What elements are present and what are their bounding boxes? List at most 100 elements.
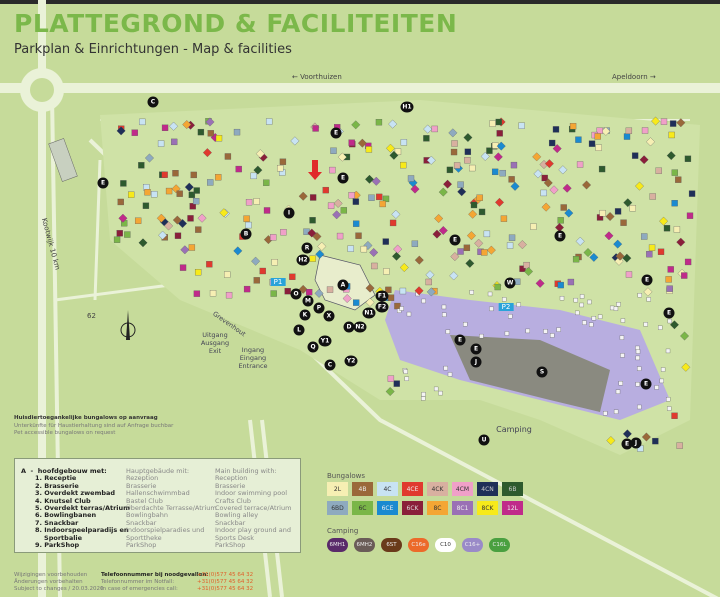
bungalow-plot[interactable] xyxy=(169,121,179,131)
facility-marker-e[interactable]: E xyxy=(640,378,652,390)
bungalow-plot[interactable] xyxy=(385,387,395,397)
bungalow-plot[interactable] xyxy=(601,126,611,136)
bungalow-plot[interactable] xyxy=(253,277,260,284)
bungalow-plot[interactable] xyxy=(588,140,596,147)
bungalow-plot[interactable] xyxy=(280,229,287,236)
bungalow-plot[interactable] xyxy=(539,160,549,169)
bungalow-plot[interactable] xyxy=(184,182,194,192)
bungalow-plot[interactable] xyxy=(255,149,265,159)
bungalow-plot[interactable] xyxy=(671,200,678,207)
camping-pitch[interactable] xyxy=(479,333,484,339)
parking-p2[interactable]: P2 xyxy=(498,303,514,311)
bungalow-plot[interactable] xyxy=(151,191,158,198)
bungalow-plot[interactable] xyxy=(142,202,150,209)
bungalow-plot[interactable] xyxy=(457,248,464,255)
bungalow-plot[interactable] xyxy=(118,213,128,223)
bungalow-plot[interactable] xyxy=(476,194,483,201)
bungalow-plot[interactable] xyxy=(432,229,442,239)
facility-marker-f1[interactable]: F1 xyxy=(375,290,389,302)
camping-pitch[interactable] xyxy=(613,409,619,414)
bungalow-plot[interactable] xyxy=(494,283,501,291)
bungalow-plot[interactable] xyxy=(315,249,325,259)
bungalow-plot[interactable] xyxy=(337,152,347,162)
bungalow-plot[interactable] xyxy=(309,255,316,262)
bungalow-plot[interactable] xyxy=(558,165,568,175)
camping-pitch[interactable] xyxy=(613,306,619,311)
bungalow-plot[interactable] xyxy=(161,124,169,131)
bungalow-plot[interactable] xyxy=(652,437,659,445)
bungalow-plot[interactable] xyxy=(369,248,379,257)
bungalow-plot[interactable] xyxy=(391,209,401,219)
bungalow-plot[interactable] xyxy=(681,272,688,279)
bungalow-plot[interactable] xyxy=(495,118,502,126)
bungalow-plot[interactable] xyxy=(172,170,179,177)
camping-pitch[interactable] xyxy=(591,316,597,321)
bungalow-plot[interactable] xyxy=(446,166,454,174)
bungalow-plot[interactable] xyxy=(544,159,554,169)
camping-pitch[interactable] xyxy=(441,304,447,310)
bungalow-plot[interactable] xyxy=(253,198,260,205)
bungalow-plot[interactable] xyxy=(245,199,253,206)
camping-pitch[interactable] xyxy=(666,397,671,402)
facility-marker-e[interactable]: E xyxy=(97,177,109,189)
bungalow-plot[interactable] xyxy=(530,223,537,230)
facility-marker-e[interactable]: E xyxy=(554,230,566,242)
facility-marker-e[interactable]: E xyxy=(330,127,342,139)
bungalow-plot[interactable] xyxy=(342,294,352,303)
bungalow-plot[interactable] xyxy=(613,239,623,249)
bungalow-plot[interactable] xyxy=(164,221,174,231)
bungalow-plot[interactable] xyxy=(351,120,361,130)
camping-pitch[interactable] xyxy=(620,353,625,358)
bungalow-plot[interactable] xyxy=(128,191,135,198)
bungalow-plot[interactable] xyxy=(483,230,491,238)
bungalow-plot[interactable] xyxy=(491,142,499,149)
facility-marker-e[interactable]: E xyxy=(663,307,675,319)
camping-pitch[interactable] xyxy=(487,291,493,297)
bungalow-plot[interactable] xyxy=(423,135,430,142)
bungalow-plot[interactable] xyxy=(410,184,420,194)
bungalow-plot[interactable] xyxy=(464,148,472,155)
bungalow-plot[interactable] xyxy=(193,290,201,297)
bungalow-plot[interactable] xyxy=(233,128,241,136)
bungalow-plot[interactable] xyxy=(606,436,616,446)
bungalow-plot[interactable] xyxy=(156,213,166,223)
bungalow-plot[interactable] xyxy=(333,198,343,208)
bungalow-plot[interactable] xyxy=(207,130,214,137)
bungalow-plot[interactable] xyxy=(352,220,360,227)
bungalow-plot[interactable] xyxy=(399,287,407,295)
bungalow-plot[interactable] xyxy=(387,375,395,382)
facility-marker-e[interactable]: E xyxy=(621,438,633,450)
bungalow-plot[interactable] xyxy=(365,283,375,293)
bungalow-plot[interactable] xyxy=(555,223,564,232)
bungalow-plot[interactable] xyxy=(646,251,653,258)
bungalow-plot[interactable] xyxy=(599,209,606,217)
camping-pitch[interactable] xyxy=(667,318,672,324)
parking-p1[interactable]: P1 xyxy=(270,278,286,286)
camping-pitch[interactable] xyxy=(575,310,580,316)
bungalow-plot[interactable] xyxy=(486,147,493,154)
bungalow-plot[interactable] xyxy=(508,176,515,183)
bungalow-plot[interactable] xyxy=(219,208,229,218)
bungalow-plot[interactable] xyxy=(438,226,448,235)
bungalow-plot[interactable] xyxy=(340,207,348,214)
bungalow-plot[interactable] xyxy=(171,138,178,146)
bungalow-plot[interactable] xyxy=(463,244,471,251)
bungalow-plot[interactable] xyxy=(552,126,560,133)
bungalow-plot[interactable] xyxy=(348,192,355,199)
bungalow-plot[interactable] xyxy=(625,271,633,278)
bungalow-plot[interactable] xyxy=(134,217,142,224)
facility-marker-k[interactable]: K xyxy=(299,309,311,321)
bungalow-plot[interactable] xyxy=(478,208,486,216)
bungalow-plot[interactable] xyxy=(491,168,499,176)
camping-pitch[interactable] xyxy=(579,294,585,299)
bungalow-plot[interactable] xyxy=(495,197,504,207)
bungalow-plot[interactable] xyxy=(605,212,615,221)
camping-pitch[interactable] xyxy=(469,290,474,295)
bungalow-plot[interactable] xyxy=(393,380,400,387)
camping-pitch[interactable] xyxy=(559,296,565,301)
camping-pitch[interactable] xyxy=(637,404,642,410)
camping-pitch[interactable] xyxy=(619,335,625,340)
bungalow-plot[interactable] xyxy=(508,234,516,241)
bungalow-plot[interactable] xyxy=(639,155,649,165)
camping-pitch[interactable] xyxy=(582,320,587,325)
